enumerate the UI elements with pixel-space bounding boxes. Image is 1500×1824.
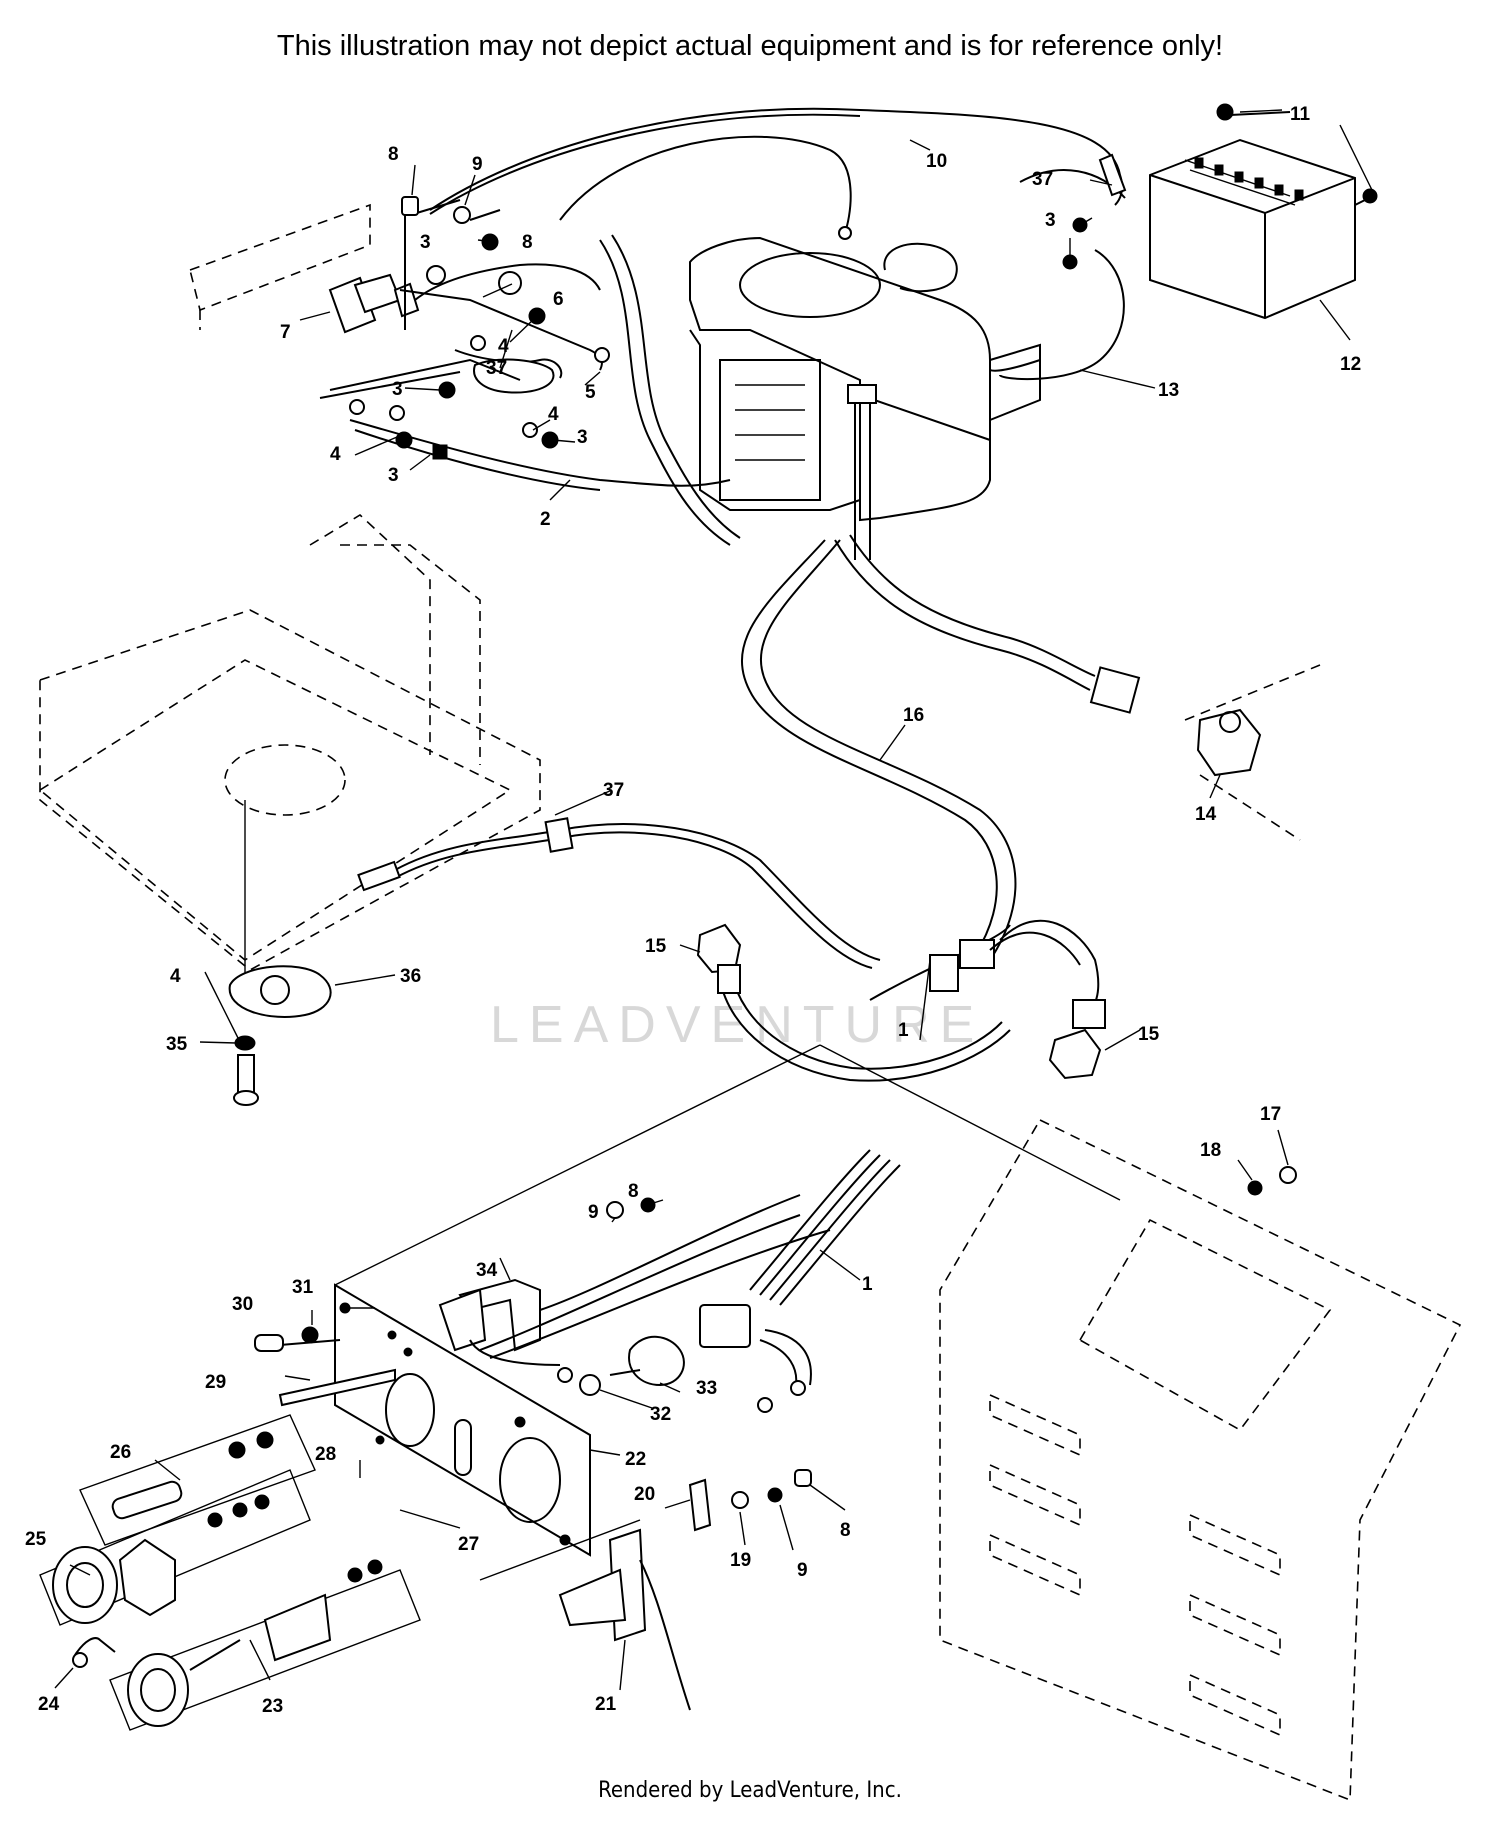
battery-cable-10 [429,107,1124,211]
callout-16: 16 [903,705,924,726]
leader-lines [54,109,1373,1691]
battery [1149,138,1356,320]
engine [689,236,1041,560]
ignition-switch-assembly [39,1469,311,1626]
callout-5: 5 [585,382,596,403]
callout-1: 1 [862,1274,873,1295]
callout-4: 4 [170,966,181,987]
callout-11: 11 [1290,104,1311,125]
callout-28: 28 [315,1444,336,1465]
callout-37: 37 [486,358,507,379]
throttle-assembly [109,1559,421,1731]
callout-34: 34 [476,1260,498,1281]
callout-37: 37 [1032,169,1053,190]
footer-rendered-by: Rendered by LeadVenture, Inc. [598,1778,902,1803]
callout-6: 6 [553,289,564,310]
callout-8: 8 [522,232,533,253]
callout-13: 13 [1158,380,1179,401]
callout-18: 18 [1200,1140,1221,1161]
callout-32: 32 [650,1404,671,1425]
callout-8: 8 [840,1520,851,1541]
starter-solenoid [189,203,420,334]
callout-4: 4 [548,404,559,425]
watermark-text: LEADVENTURE [490,996,984,1054]
callout-26: 26 [110,1442,131,1463]
callout-numbers: 11 10 37 3 12 13 8 9 3 8 7 6 4 37 5 3 4 … [25,104,1361,1717]
callout-31: 31 [292,1277,314,1298]
callout-9: 9 [588,1202,599,1223]
fender-panel [939,1118,1462,1802]
callout-8: 8 [388,144,399,165]
callout-30: 30 [232,1294,253,1315]
callout-3: 3 [392,379,403,400]
mounting-platform [38,514,541,980]
callout-35: 35 [166,1034,188,1055]
callout-4: 4 [498,336,509,357]
callout-3: 3 [577,427,588,448]
callout-27: 27 [458,1534,479,1555]
callout-33: 33 [696,1378,717,1399]
callout-24: 24 [38,1694,60,1715]
callout-3: 3 [420,232,431,253]
callout-15: 15 [1138,1024,1160,1045]
callout-1: 1 [898,1020,909,1041]
dash-panel [334,1283,591,1557]
callout-7: 7 [280,322,291,343]
callout-17: 17 [1260,1104,1281,1125]
callout-9: 9 [797,1560,808,1581]
callout-3: 3 [1045,210,1056,231]
callout-4: 4 [330,444,341,465]
callout-9: 9 [472,154,483,175]
callout-10: 10 [926,151,947,172]
disclaimer-text: This illustration may not depict actual … [276,30,1224,62]
callout-12: 12 [1340,354,1361,375]
hardware-nuts [349,196,610,460]
callout-25: 25 [25,1529,47,1550]
callout-19: 19 [730,1550,751,1571]
mounting-plate [228,965,332,1018]
callout-22: 22 [625,1449,646,1470]
callout-21: 21 [595,1694,617,1715]
callout-8: 8 [628,1181,639,1202]
callout-14: 14 [1195,804,1217,825]
callout-36: 36 [400,966,421,987]
callout-15: 15 [645,936,667,957]
connector-15-lower [1048,1028,1102,1080]
battery-cable-13 [999,249,1125,381]
callout-20: 20 [634,1484,655,1505]
callout-23: 23 [262,1696,283,1717]
callout-3: 3 [388,465,399,486]
callout-2: 2 [540,509,551,530]
callout-29: 29 [205,1372,226,1393]
callout-37: 37 [603,780,624,801]
lights-switch-assembly [79,1414,316,1546]
